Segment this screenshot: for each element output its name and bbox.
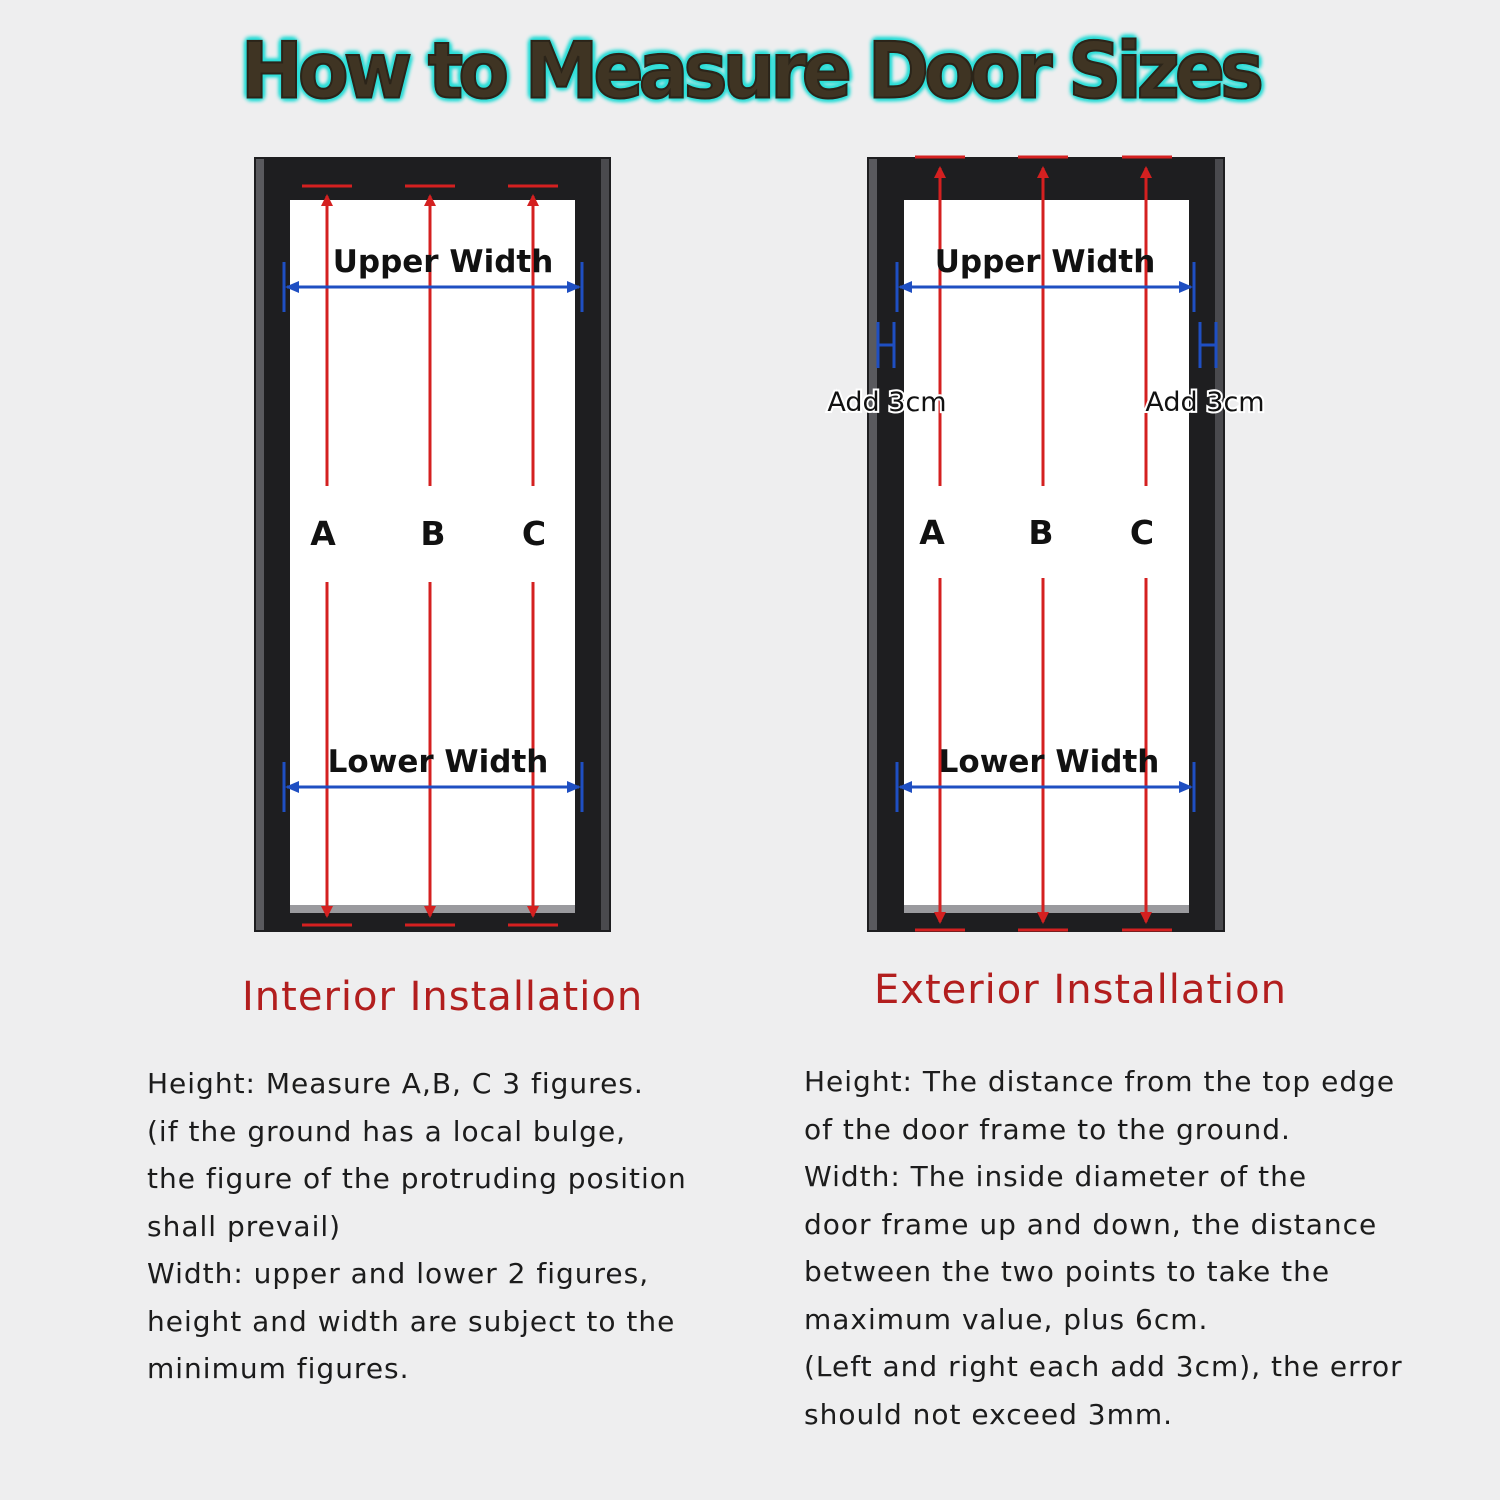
exterior-upper-width-label: Upper Width	[935, 244, 1156, 280]
interior-line-6: height and width are subject to the	[147, 1304, 676, 1338]
exterior-line-4: door frame up and down, the distance	[804, 1207, 1378, 1241]
interior-line-1: Height: Measure A,B, C 3 figures.	[147, 1067, 644, 1100]
exterior-door-opening	[904, 200, 1189, 910]
exterior-line-8: should not exceed 3mm.	[804, 1397, 1174, 1431]
interior-door-opening	[290, 200, 575, 910]
exterior-line-1: Height: The distance from the top edge	[804, 1065, 1396, 1098]
interior-heading: Interior Installation	[242, 974, 644, 1020]
interior-description: Height: Measure A,B, C 3 figures. (if th…	[147, 1060, 687, 1393]
exterior-add-left-label: Add 3cm	[827, 387, 946, 418]
exterior-heading: Exterior Installation	[874, 967, 1287, 1013]
exterior-line-6: maximum value, plus 6cm.	[804, 1302, 1209, 1336]
exterior-line-2: of the door frame to the ground.	[804, 1112, 1291, 1146]
interior-marker-b: B	[420, 514, 445, 553]
interior-upper-width-label: Upper Width	[333, 244, 554, 280]
interior-lower-width-label: Lower Width	[328, 744, 549, 780]
interior-line-2: (if the ground has a local bulge,	[147, 1114, 627, 1148]
exterior-door-diagram: Add 3cm Add 3cm Upper Width Lower Width …	[825, 155, 1267, 932]
exterior-add-left-marker	[876, 322, 896, 368]
exterior-marker-c: C	[1130, 513, 1154, 552]
exterior-line-7: (Left and right each add 3cm), the error	[804, 1350, 1403, 1383]
interior-door-diagram: Upper Width Lower Width A B C	[254, 157, 611, 932]
interior-line-3: the figure of the protruding position	[147, 1162, 687, 1195]
exterior-marker-b: B	[1028, 513, 1053, 552]
interior-marker-c: C	[522, 514, 546, 553]
interior-line-7: minimum figures.	[147, 1352, 410, 1385]
exterior-lower-width-label: Lower Width	[939, 744, 1160, 780]
exterior-description: Height: The distance from the top edge o…	[804, 1058, 1403, 1438]
interior-marker-a: A	[310, 514, 336, 553]
exterior-add-right-label: Add 3cm	[1145, 387, 1264, 418]
page-title: How to Measure Door Sizes	[240, 25, 1265, 117]
exterior-add-right-marker	[1198, 322, 1218, 368]
exterior-marker-a: A	[919, 513, 945, 552]
exterior-line-5: between the two points to take the	[804, 1255, 1331, 1288]
interior-line-5: Width: upper and lower 2 figures,	[147, 1257, 650, 1290]
exterior-line-3: Width: The inside diameter of the	[804, 1160, 1308, 1193]
interior-line-4: shall prevail)	[147, 1209, 342, 1243]
